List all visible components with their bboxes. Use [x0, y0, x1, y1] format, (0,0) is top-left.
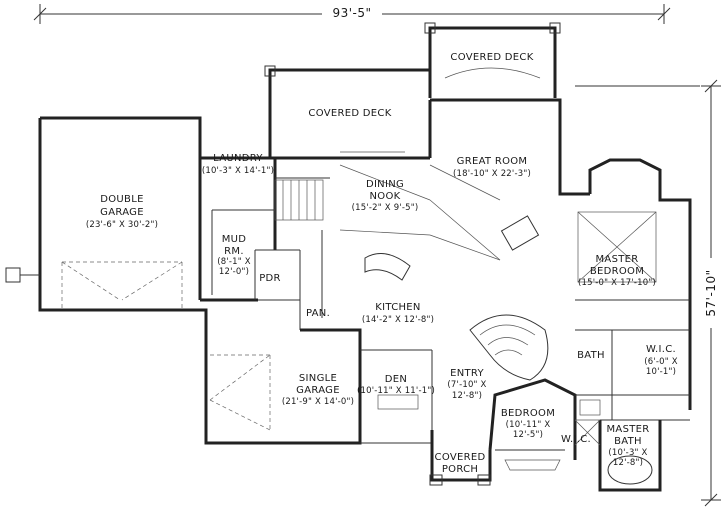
double-garage-name-2: GARAGE: [100, 207, 144, 218]
kitchen-size: (14'-2" X 12'-8"): [362, 315, 434, 325]
master-bath-size-2: 12'-8"): [613, 458, 643, 468]
master-bath-name-1: MASTER: [607, 424, 650, 435]
dining-nook-size: (15'-2" X 9'-5"): [352, 203, 419, 213]
pdr-label: PDR: [259, 273, 281, 284]
pantry-label: PAN.: [306, 308, 330, 319]
overall-width-dimension: 93'-5": [332, 6, 371, 20]
covered-porch-name-1: COVERED: [435, 452, 486, 463]
master-bedroom-name-1: MASTER: [596, 254, 639, 265]
dining-nook-name-1: DINING: [366, 179, 404, 190]
laundry-size: (10'-3" X 14'-1"): [202, 166, 274, 176]
mud-room-size-1: (8'-1" X: [217, 257, 251, 267]
laundry-name: LAUNDRY: [213, 153, 263, 164]
entry-size-1: (7'-10" X: [447, 380, 486, 390]
dining-nook-name-2: NOOK: [370, 191, 401, 202]
covered-porch-name-2: PORCH: [442, 464, 478, 475]
bath-label: BATH: [577, 350, 605, 361]
bedroom-size-1: (10'-11" X: [506, 420, 551, 430]
master-bedroom-name-2: BEDROOM: [590, 266, 644, 277]
mud-room-size-2: 12'-0"): [219, 267, 249, 277]
double-garage-size: (23'-6" X 30'-2"): [86, 220, 158, 230]
small-wic-label: W.I.C.: [561, 434, 591, 445]
entry-size-2: 12'-8"): [452, 391, 482, 401]
walls: [5, 22, 692, 492]
kitchen-name: KITCHEN: [375, 302, 420, 313]
single-garage-size: (21'-9" X 14'-0"): [282, 397, 354, 407]
bedroom-name: BEDROOM: [501, 408, 555, 419]
covered-deck-left-label: COVERED DECK: [308, 108, 391, 119]
single-garage-name-2: GARAGE: [296, 385, 340, 396]
master-wic-size-2: 10'-1"): [646, 367, 676, 377]
master-bath-name-2: BATH: [614, 436, 642, 447]
master-bath-size-1: (10'-3" X: [608, 448, 647, 458]
great-room-name: GREAT ROOM: [457, 156, 528, 167]
overall-depth-dimension: 57'-10": [704, 269, 718, 316]
entry-name: ENTRY: [450, 368, 484, 379]
covered-deck-upper-label: COVERED DECK: [450, 52, 533, 63]
double-garage-name-1: DOUBLE: [100, 194, 143, 205]
bedroom-size-2: 12'-5"): [513, 430, 543, 440]
master-wic-size-1: (6'-0" X: [644, 357, 678, 367]
single-garage-name-1: SINGLE: [299, 373, 337, 384]
den-name: DEN: [385, 374, 407, 385]
master-bedroom-size: (15'-0" X 17'-10"): [578, 278, 656, 288]
den-size: (10'-11" X 11'-1"): [357, 386, 435, 396]
mud-room-name-1: MUD: [222, 234, 247, 245]
room-labels: COVERED DECK COVERED DECK LAUNDRY (10'-3…: [86, 52, 678, 475]
master-wic-name: W.I.C.: [646, 344, 676, 355]
great-room-size: (18'-10" X 22'-3"): [453, 169, 531, 179]
mud-room-name-2: RM.: [224, 246, 244, 257]
